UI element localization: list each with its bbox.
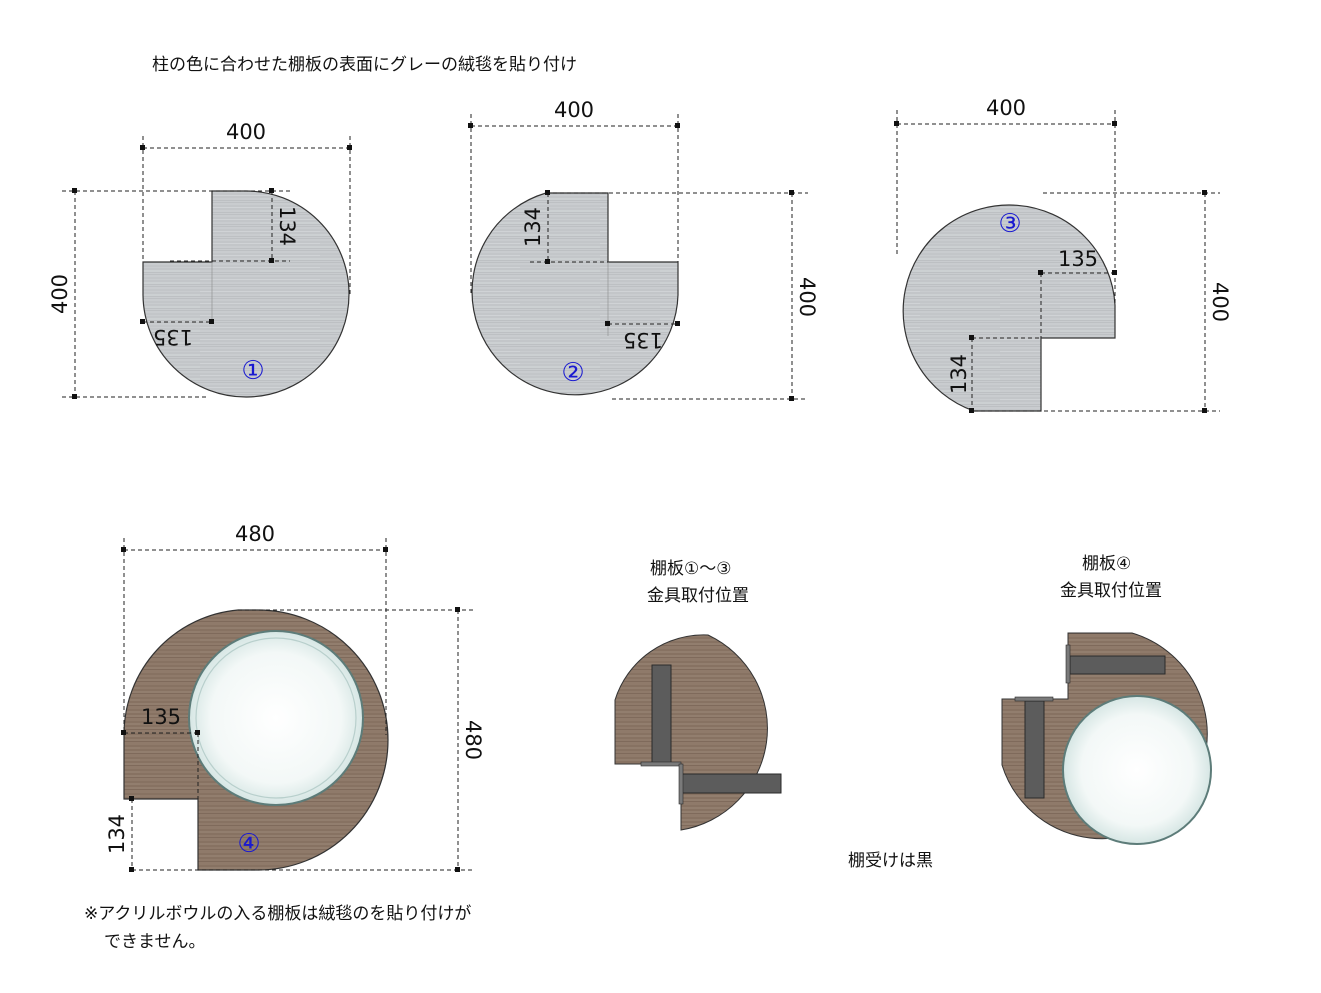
- shelf-3-depth-b-label: 134: [947, 354, 971, 394]
- shelf-1-marker: ①: [241, 356, 264, 386]
- bracket-4-horizontal: [1069, 655, 1166, 675]
- shelf-3-height-label: 400: [1208, 282, 1232, 322]
- shelf-4-marker: ④: [237, 829, 260, 859]
- shelf-2-depth-b-label: 135: [623, 328, 663, 352]
- shelf-4-depth-b-label: 134: [105, 814, 129, 854]
- shelf-4-plan: 480 480 135 134 ④: [105, 522, 485, 872]
- footer-note-line1: ※アクリルボウルの入る棚板は絨毯のを貼り付けが: [84, 904, 472, 924]
- footer-note-line2: できません。: [104, 932, 206, 952]
- shelf-1-height-label: 400: [48, 274, 72, 314]
- bracket-4-title-line2: 金具取付位置: [1060, 581, 1162, 601]
- bracket-4-title-line1: 棚板④: [1082, 554, 1132, 574]
- shelf-1-depth-b-label: 135: [153, 325, 193, 349]
- bracket-diagram-4: [1001, 632, 1212, 845]
- bracket-horizontal: [680, 773, 782, 794]
- shelf-3-plan: 400 400 135 134 ③: [894, 96, 1232, 413]
- shelf-1-width-label: 400: [226, 120, 266, 144]
- shelf-3-board: [902, 204, 1116, 412]
- bracket-diagram-1-3: [614, 634, 782, 831]
- shelf-4-depth-a-label: 135: [141, 705, 181, 729]
- bracket-1-3-title-line1: 棚板①～③: [650, 559, 732, 579]
- shelf-4-height-label: 480: [461, 720, 485, 760]
- shelf-2-marker: ②: [561, 358, 584, 388]
- shelf-4-acrylic-bowl: [188, 630, 364, 806]
- bracket-color-note: 棚受けは黒: [848, 851, 933, 871]
- bracket-vertical: [651, 664, 672, 765]
- bracket-1-3-title-line2: 金具取付位置: [647, 586, 749, 606]
- shelf-1-board: [142, 190, 350, 398]
- bracket-4-vertical: [1024, 700, 1045, 799]
- shelf-4-width-label: 480: [235, 522, 275, 546]
- shelf-2-plan: 400 400 134 135 ②: [468, 98, 819, 401]
- header-note: 柱の色に合わせた棚板の表面にグレーの絨毯を貼り付け: [152, 55, 577, 75]
- bracket-4-acrylic-bowl: [1062, 695, 1212, 845]
- shelf-3-depth-a-label: 135: [1058, 247, 1098, 271]
- shelf-1-depth-a-label: 134: [275, 206, 299, 246]
- shelf-2-board: [471, 192, 679, 396]
- shelf-2-depth-a-label: 134: [521, 207, 545, 247]
- shelf-3-width-label: 400: [986, 96, 1026, 120]
- shelf-3-marker: ③: [998, 209, 1021, 239]
- shelf-2-height-label: 400: [795, 277, 819, 317]
- bracket-1-3-board: [614, 634, 768, 831]
- shelf-2-width-label: 400: [554, 98, 594, 122]
- shelf-1-plan: 400 400 134 135 ①: [48, 120, 352, 399]
